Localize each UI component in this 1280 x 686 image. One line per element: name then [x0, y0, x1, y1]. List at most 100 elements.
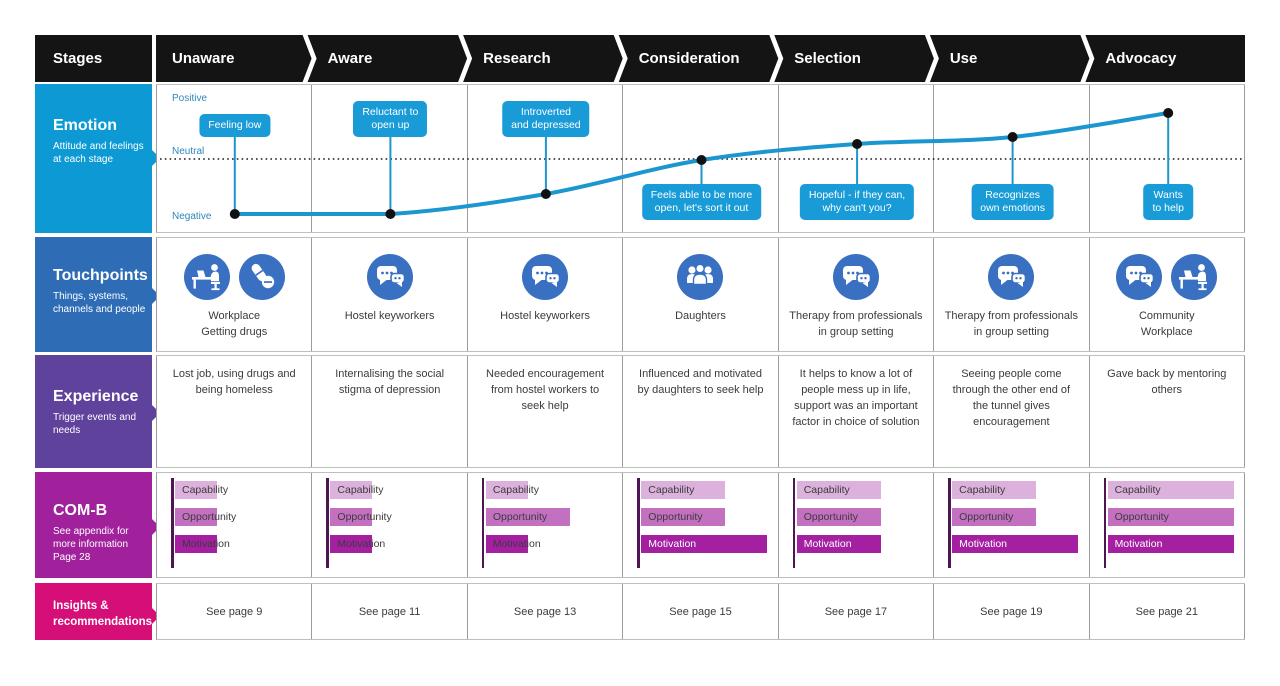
experience-text: Influenced and motivated by daughters to…	[637, 368, 764, 396]
comb-bar-label: Capability	[492, 484, 539, 496]
insight-cell: See page 9	[157, 584, 313, 639]
experience-cell: Needed encouragement from hostel workers…	[468, 356, 624, 467]
axis-label-negative: Negative	[172, 211, 212, 222]
row-title: Emotion	[53, 117, 117, 134]
touchpoint-label: Hostel keyworkers	[500, 310, 590, 322]
row-label-experience: Experience Trigger events and needs	[35, 355, 160, 468]
comb-bar-label: Opportunity	[182, 511, 237, 523]
comb-bar-motivation	[952, 535, 1079, 553]
row-label-emotion: Emotion Attitude and feelings at each st…	[35, 84, 160, 233]
emotion-point	[385, 209, 396, 219]
comb-bar-capability	[641, 481, 726, 499]
comb-bar-label: Motivation	[1114, 538, 1163, 550]
insight-text: See page 11	[358, 605, 421, 618]
row-title: Touchpoints	[53, 267, 148, 284]
comb-bar-capability	[1107, 481, 1234, 499]
comb-bar-label: Capability	[1114, 484, 1161, 496]
comb-bar-capability	[952, 481, 1037, 499]
row-subtitle: See appendix for more information Page 2…	[53, 526, 129, 564]
touchpoint-icons	[366, 254, 413, 300]
touchpoint-cell: Hostel keyworkers	[312, 238, 468, 351]
comb-bar-motivation	[485, 535, 528, 553]
emotion-point	[696, 155, 707, 165]
touchpoint-icons	[1116, 254, 1218, 300]
comb-bar-opportunity	[641, 508, 726, 526]
emotion-cell	[934, 85, 1090, 232]
comb-axis	[481, 478, 485, 568]
insight-text: See page 21	[1135, 605, 1198, 618]
stage-header-advocacy: Advocacy	[1105, 50, 1177, 67]
row-title: Insights & recommendations	[53, 600, 153, 629]
emotion-curve-svg	[160, 108, 1243, 219]
comb-bar-label: Motivation	[182, 538, 230, 550]
insight-text: See page 17	[824, 605, 888, 618]
emotion-cell	[157, 85, 313, 232]
experience-row: Lost job, using drugs and being homeless…	[156, 355, 1245, 468]
desk-icon	[1171, 254, 1218, 300]
comb-axis	[171, 478, 174, 568]
comb-bar-label: Capability	[182, 484, 229, 496]
emotion-callout: Hopeful - if they can,why can't you?	[799, 184, 915, 220]
insight-text: See page 13	[513, 605, 577, 618]
comb-bar-capability	[175, 481, 217, 499]
comb-bar-label: Motivation	[959, 538, 1007, 550]
stage-header-consideration: Consideration	[638, 50, 740, 67]
axis-label-positive: Positive	[172, 93, 208, 104]
insight-text: See page 19	[980, 605, 1043, 618]
emotion-point	[229, 209, 240, 219]
experience-cell: Influenced and motivated by daughters to…	[623, 356, 779, 467]
emotion-point	[1007, 132, 1018, 142]
emotion-point	[852, 139, 863, 149]
comb-bar-motivation	[330, 535, 373, 553]
experience-text: It helps to know a lot of people mess up…	[792, 368, 920, 428]
comb-bar-capability	[796, 481, 881, 499]
touchpoint-icons	[183, 254, 285, 300]
touchpoint-icons	[988, 254, 1035, 300]
row-label-insights: Insights & recommendations	[35, 583, 160, 640]
comb-axis	[326, 478, 329, 568]
comb-bar-label: Capability	[803, 484, 850, 496]
emotion-cell	[468, 85, 624, 232]
experience-cell: Gave back by mentoring others	[1090, 356, 1245, 467]
touchpoint-icons	[677, 254, 724, 300]
axis-label-neutral: Neutral	[172, 146, 205, 157]
comb-bar-label: Motivation	[492, 538, 541, 550]
insights-row: See page 9 See page 11 See page 13 See page…	[156, 583, 1245, 640]
experience-text: Lost job, using drugs and being homeless	[172, 368, 296, 396]
insight-cell: See page 13	[468, 584, 624, 639]
stage-header-aware: Aware	[327, 50, 373, 67]
comb-bar-motivation	[641, 535, 768, 553]
row-title: Experience	[53, 388, 139, 405]
touchpoint-icons	[832, 254, 879, 300]
insight-cell: See page 21	[1090, 584, 1245, 639]
experience-text: Internalising the social stigma of depre…	[335, 368, 445, 396]
comb-bar-label: Motivation	[803, 538, 852, 550]
experience-text: Needed encouragement from hostel workers…	[486, 368, 605, 412]
touchpoint-cell: Hostel keyworkers	[468, 238, 624, 351]
comb-axis	[637, 478, 640, 568]
row-subtitle: Attitude and feelings at each stage	[53, 141, 144, 166]
experience-cell: Lost job, using drugs and being homeless	[157, 356, 313, 467]
comb-bar-opportunity	[485, 508, 570, 526]
chat-icon	[832, 254, 879, 300]
stage-header-use: Use	[949, 50, 978, 67]
